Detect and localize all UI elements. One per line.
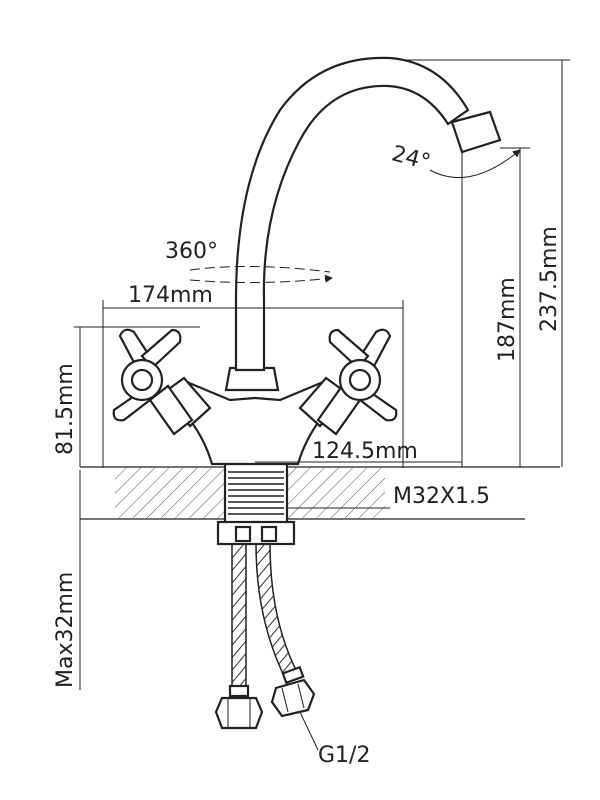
faucet-body (148, 366, 362, 466)
base-width-dimension: 174mm (102, 283, 404, 468)
outlet-height-label: 187mm (495, 277, 520, 362)
left-cross-handle (112, 328, 182, 422)
supply-hoses (214, 543, 316, 730)
base-width-label: 174mm (128, 283, 213, 308)
total-height-dimension: 237.5mm (400, 59, 570, 467)
counter-thickness-dimension: Max32mm (53, 470, 81, 690)
spout-reach-label: 124.5mm (312, 439, 418, 464)
hose-connection-label: G1/2 (318, 743, 370, 768)
hose-connection-callout: G1/2 (299, 711, 370, 768)
spout-angle-label: 24° (389, 141, 433, 175)
thread-label: M32X1.5 (393, 484, 490, 509)
handle-height-label: 81.5mm (53, 363, 78, 455)
rotation-indicator: 360° (165, 239, 333, 284)
mounting-shank (216, 460, 296, 546)
counter-thickness-label: Max32mm (53, 572, 78, 688)
right-cross-handle (328, 328, 398, 422)
swivel-spout (234, 56, 502, 372)
thread-callout: M32X1.5 (287, 484, 490, 509)
rotation-label: 360° (165, 239, 218, 264)
outlet-height-dimension: 187mm (461, 147, 530, 467)
total-height-label: 237.5mm (537, 226, 562, 332)
spout-reach-dimension: 124.5mm (255, 439, 462, 464)
handle-height-dimension: 81.5mm (53, 326, 200, 467)
